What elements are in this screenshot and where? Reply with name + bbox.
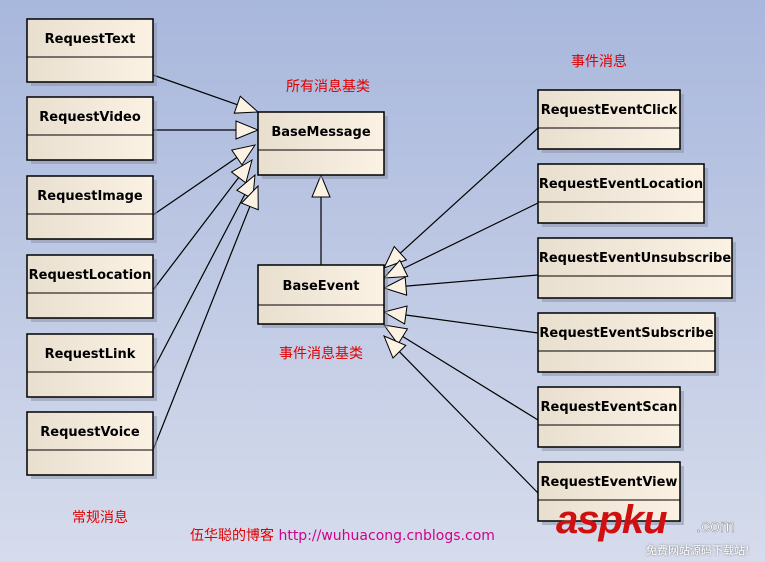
class-name: RequestEventLocation <box>539 177 703 192</box>
class-request-text[interactable]: RequestText <box>26 18 157 86</box>
generalization-arrow <box>152 184 259 451</box>
hollow-triangle-icon <box>230 158 253 184</box>
footer-url[interactable]: http://wuhuacong.cnblogs.com <box>278 528 495 544</box>
note-regular-messages: 常规消息 <box>72 510 128 526</box>
class-name: BaseEvent <box>283 279 360 294</box>
class-name: RequestVoice <box>40 425 140 440</box>
generalization-arrow <box>311 173 331 265</box>
class-name: RequestLink <box>45 347 136 362</box>
hollow-triangle-icon <box>235 173 256 200</box>
class-request-link[interactable]: RequestLink <box>26 333 157 401</box>
class-name: RequestEventUnsubscribe <box>539 251 732 266</box>
class-name: RequestEventSubscribe <box>539 326 713 341</box>
aspku-watermark: aspku .com 免费网站源码下载站! <box>556 498 765 562</box>
hollow-triangle-icon <box>383 335 407 359</box>
class-request-video[interactable]: RequestVideo <box>26 96 157 164</box>
hollow-triangle-icon <box>235 120 260 140</box>
generalization-arrow <box>383 335 539 494</box>
class-name: RequestEventClick <box>541 103 678 118</box>
class-event-click[interactable]: RequestEventClick <box>537 89 684 153</box>
class-name: RequestEventView <box>541 475 678 490</box>
class-event-location[interactable]: RequestEventLocation <box>537 163 708 227</box>
class-name: RequestEventScan <box>541 400 678 415</box>
watermark-brand: aspku <box>556 498 668 542</box>
class-name: RequestVideo <box>39 110 141 125</box>
hollow-triangle-icon <box>382 276 408 296</box>
footer-note: 伍华聪的博客 http://wuhuacong.cnblogs.com <box>190 528 495 545</box>
class-request-voice[interactable]: RequestVoice <box>26 411 157 479</box>
generalization-arrow <box>153 120 260 140</box>
class-name: BaseMessage <box>271 125 371 140</box>
hollow-triangle-icon <box>311 173 331 198</box>
class-name: RequestLocation <box>29 268 152 283</box>
generalization-arrow <box>382 324 539 421</box>
class-base-message[interactable]: BaseMessage <box>257 111 388 179</box>
class-request-location[interactable]: RequestLocation <box>26 254 157 322</box>
class-request-image[interactable]: RequestImage <box>26 175 157 243</box>
hollow-triangle-icon <box>382 324 409 346</box>
generalization-arrow <box>382 305 539 334</box>
hollow-triangle-icon <box>383 245 408 269</box>
class-name: RequestImage <box>37 189 143 204</box>
generalization-arrow <box>152 74 260 114</box>
generalization-arrow <box>383 127 539 269</box>
hollow-triangle-icon <box>233 95 260 114</box>
hollow-triangle-icon <box>382 259 409 279</box>
generalization-arrow <box>152 144 257 216</box>
generalization-arrow <box>152 173 256 371</box>
note-event-messages: 事件消息 <box>571 54 627 70</box>
watermark-domain: .com <box>696 516 736 537</box>
footer-author: 伍华聪的博客 <box>190 528 274 544</box>
class-base-event[interactable]: BaseEvent <box>257 264 388 328</box>
hollow-triangle-icon <box>230 144 257 166</box>
hollow-triangle-icon <box>240 184 259 211</box>
class-name: RequestText <box>45 32 136 47</box>
watermark-slogan: 免费网站源码下载站! <box>646 544 750 557</box>
generalization-arrow <box>382 202 539 279</box>
class-event-scan[interactable]: RequestEventScan <box>537 386 684 451</box>
hollow-triangle-icon <box>382 305 408 325</box>
generalization-arrow <box>382 274 539 296</box>
generalization-arrow <box>152 158 253 291</box>
note-event-base: 事件消息基类 <box>279 346 363 362</box>
note-all-base: 所有消息基类 <box>286 79 370 95</box>
class-event-subscribe[interactable]: RequestEventSubscribe <box>537 312 719 376</box>
class-event-view[interactable]: RequestEventView <box>537 461 684 525</box>
class-event-unsubscribe[interactable]: RequestEventUnsubscribe <box>537 237 736 302</box>
